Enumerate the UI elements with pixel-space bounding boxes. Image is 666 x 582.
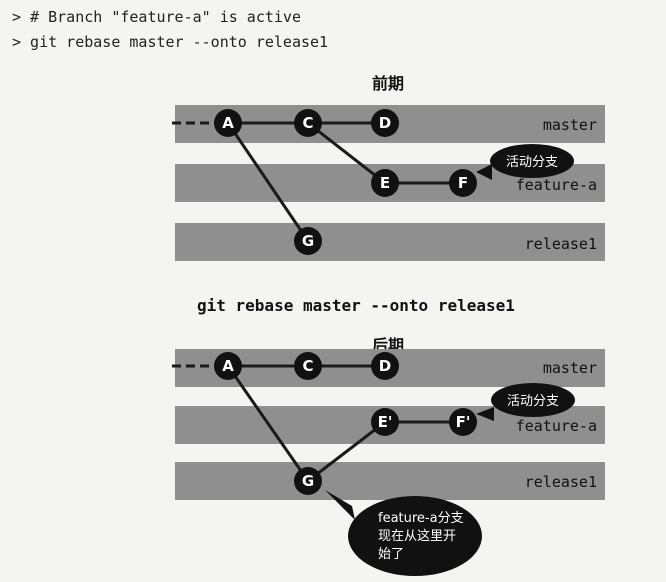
node-e bbox=[371, 169, 399, 197]
note-pointer bbox=[325, 490, 355, 520]
node-g bbox=[294, 227, 322, 255]
node-c-after-label: C bbox=[302, 357, 313, 375]
band-release-before bbox=[175, 223, 605, 261]
active-branch-callout-after-label: 活动分支 bbox=[507, 394, 559, 409]
rebase-note-line-3: 始了 bbox=[378, 547, 404, 562]
active-branch-callout bbox=[490, 144, 574, 178]
before-diagram: A C D E F G master feature-a release1 活动… bbox=[172, 105, 605, 261]
callout-pointer bbox=[476, 164, 492, 180]
rebase-note-line-1: feature-a分支 bbox=[378, 511, 464, 526]
node-e-label: E bbox=[380, 174, 390, 192]
branch-label-master-after: master bbox=[543, 359, 597, 377]
node-f-prime bbox=[449, 408, 477, 436]
active-branch-callout-after bbox=[491, 383, 575, 417]
node-c-label: C bbox=[302, 114, 313, 132]
node-d-after-label: D bbox=[379, 357, 391, 375]
node-c bbox=[294, 109, 322, 137]
node-d bbox=[371, 109, 399, 137]
branch-label-release1-after: release1 bbox=[525, 473, 597, 491]
edge-g-e-prime bbox=[307, 420, 386, 483]
node-a-after-label: A bbox=[222, 357, 234, 375]
node-d-label: D bbox=[379, 114, 391, 132]
command-caption: git rebase master --onto release1 bbox=[197, 296, 515, 315]
node-c-after bbox=[294, 352, 322, 380]
node-a bbox=[214, 109, 242, 137]
before-title: 前期 bbox=[372, 74, 405, 93]
branch-label-feature-a-after: feature-a bbox=[516, 417, 597, 435]
node-a-label: A bbox=[222, 114, 234, 132]
node-f bbox=[449, 169, 477, 197]
branch-label-release1: release1 bbox=[525, 235, 597, 253]
rebase-note-callout bbox=[348, 496, 482, 576]
edge-a-g bbox=[226, 122, 310, 242]
command-line-1: > # Branch "feature-a" is active bbox=[12, 8, 301, 26]
node-f-prime-label: F' bbox=[456, 413, 471, 431]
node-g-after-label: G bbox=[302, 472, 314, 490]
node-a-after bbox=[214, 352, 242, 380]
node-g-label: G bbox=[302, 232, 314, 250]
active-branch-callout-label: 活动分支 bbox=[506, 155, 558, 170]
edge-c-e bbox=[307, 121, 386, 185]
after-diagram: A C D E' F' G master feature-a release1 … bbox=[172, 349, 605, 576]
band-release-after bbox=[175, 462, 605, 500]
node-e-prime-label: E' bbox=[378, 413, 393, 431]
node-f-label: F bbox=[458, 174, 468, 192]
node-d-after bbox=[371, 352, 399, 380]
edge-a-g-after bbox=[226, 365, 310, 482]
node-e-prime bbox=[371, 408, 399, 436]
callout-pointer-after bbox=[476, 407, 494, 421]
branch-label-feature-a: feature-a bbox=[516, 176, 597, 194]
node-g-after bbox=[294, 467, 322, 495]
command-line-2: > git rebase master --onto release1 bbox=[12, 33, 329, 51]
branch-label-master: master bbox=[543, 116, 597, 134]
rebase-note-line-2: 现在从这里开 bbox=[378, 528, 456, 544]
